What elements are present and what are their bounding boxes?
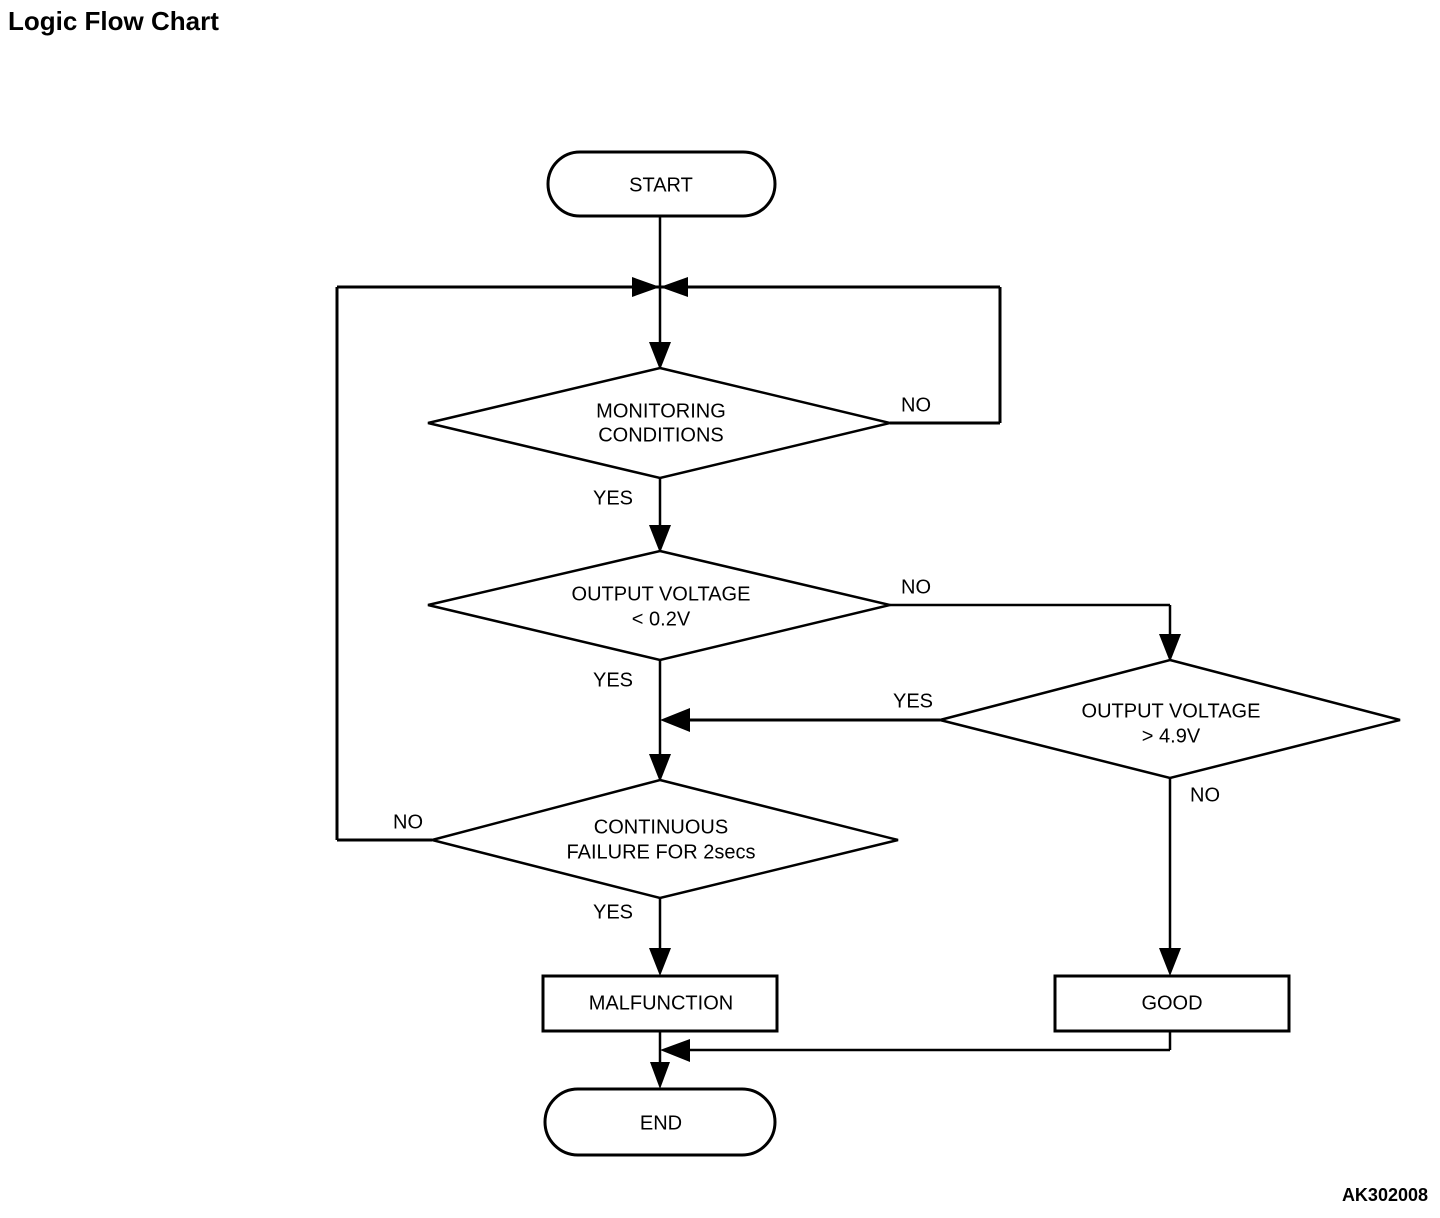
edge-label-voltage-low-no: NO [901,576,931,598]
node-start: START [546,150,777,218]
arrowhead-into-voltage-high [1159,634,1181,662]
node-output-voltage-low: OUTPUT VOLTAGE < 0.2V [427,549,891,662]
arrowhead-into-good [1159,948,1181,976]
malfunction-label: MALFUNCTION [589,992,733,1014]
start-shape [546,150,777,218]
node-output-voltage-high: OUTPUT VOLTAGE > 4.9V [939,658,1401,780]
edge-label-voltage-low-yes: YES [593,669,633,691]
edge-label-voltage-high-no: NO [1190,784,1220,806]
voltage-high-label-line2: > 4.9V [1142,725,1201,747]
node-monitoring-conditions: MONITORING CONDITIONS [427,366,891,480]
start-label: START [629,174,693,196]
edge-label-failure-no: NO [393,811,423,833]
node-continuous-failure: CONTINUOUS FAILURE FOR 2secs [427,778,899,900]
voltage-low-shape [427,549,891,662]
continuous-failure-shape [427,778,899,900]
arrowhead-voltage-high-yes [660,708,690,732]
voltage-low-label-line2: < 0.2V [632,608,691,630]
arrowhead-into-continuous-failure [649,754,671,782]
node-end: END [543,1087,777,1157]
voltage-low-label-line1: OUTPUT VOLTAGE [572,583,751,605]
reference-code: AK302008 [1341,1185,1428,1205]
arrowhead-into-end [650,1062,670,1089]
edge-label-failure-yes: YES [593,901,633,923]
continuous-failure-label-line1: CONTINUOUS [594,816,728,838]
arrowhead-into-voltage-low [649,525,671,553]
edge-label-monitoring-no: NO [901,394,931,416]
arrowhead-into-malfunction [649,948,671,976]
monitoring-label-line2: CONDITIONS [598,424,724,446]
end-shape [543,1087,777,1157]
arrowhead-merge-from-right [660,277,688,297]
good-shape [1053,974,1291,1033]
node-malfunction: MALFUNCTION [541,974,779,1033]
voltage-high-label-line1: OUTPUT VOLTAGE [1082,700,1261,722]
monitoring-label-line1: MONITORING [596,400,726,422]
arrowhead-good-join [660,1039,690,1062]
arrowhead-into-monitoring [649,342,671,370]
malfunction-shape [541,974,779,1033]
monitoring-shape [427,366,891,480]
node-good: GOOD [1053,974,1291,1033]
edge-label-voltage-high-yes: YES [893,690,933,712]
continuous-failure-label-line2: FAILURE FOR 2secs [567,841,756,863]
end-label: END [640,1112,682,1134]
page-title: Logic Flow Chart [8,6,219,36]
good-label: GOOD [1141,992,1202,1014]
edge-label-monitoring-yes: YES [593,487,633,509]
arrowhead-merge-from-left [632,277,660,297]
